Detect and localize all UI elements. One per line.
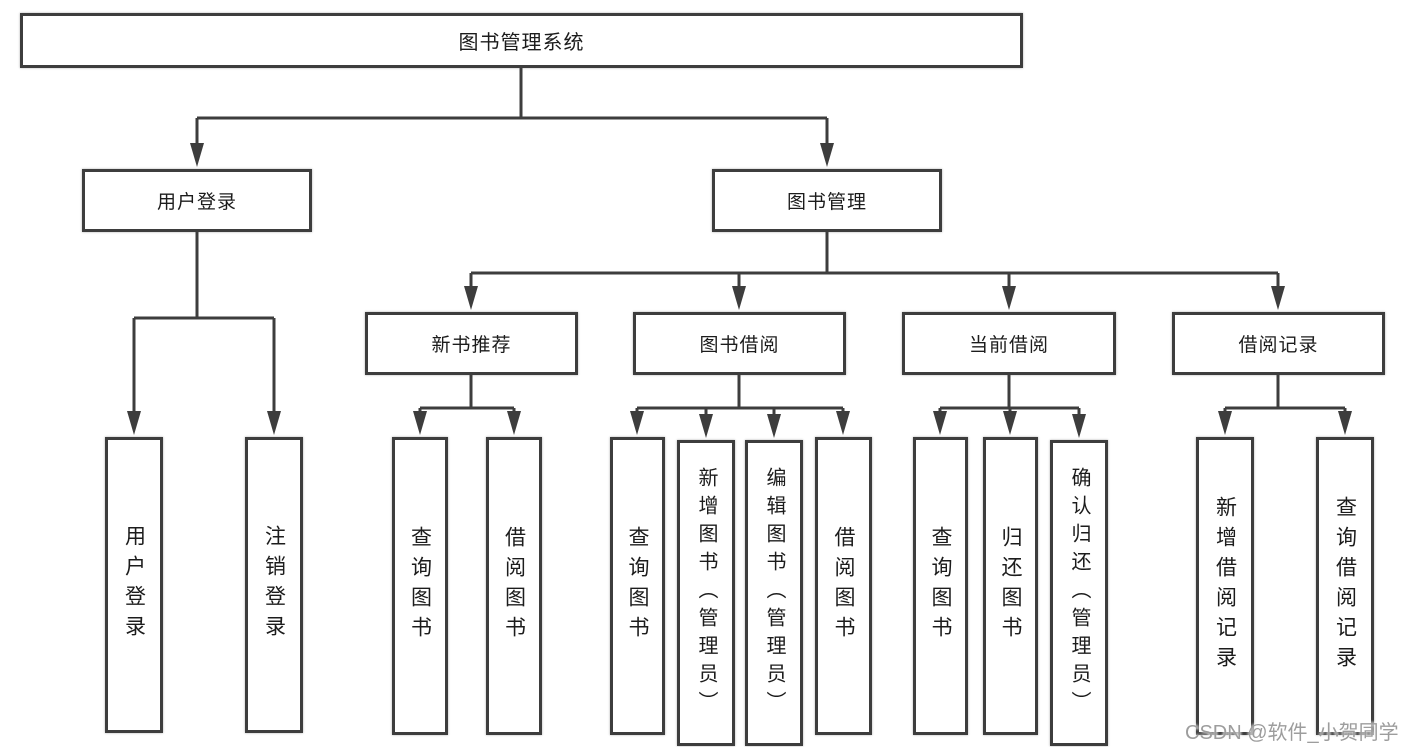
node-label: 查询图书 [408,526,432,646]
node-br-query-record: 查询借阅记录 [1316,437,1374,735]
node-borrowing-records: 借阅记录 [1172,312,1385,375]
connector-book-borrowing-children [635,375,845,419]
connector-root-to-level1 [195,67,829,150]
node-cb-return-books: 归还图书 [983,437,1038,735]
connector-current-borrowing-children [938,375,1081,419]
connector-borrowing-records-children [1223,375,1347,416]
node-label: 查询借阅记录 [1333,496,1357,676]
connector-book-management-children [469,232,1280,294]
node-label: 图书管理系统 [458,32,585,54]
node-library-management-system: 图书管理系统 [20,13,1023,68]
node-label: 图书借阅 [699,335,780,356]
csdn-watermark: CSDN @软件_小贺同学 [1185,722,1399,744]
node-bb-edit-books-admin: 编辑图书（管理员） [745,440,803,746]
node-label: 新增借阅记录 [1213,496,1237,676]
node-label: 编辑图书（管理员） [763,467,785,719]
node-current-borrowing: 当前借阅 [902,312,1116,375]
node-label: 归还图书 [999,526,1022,646]
node-bb-borrow-books: 借阅图书 [815,437,872,735]
node-bb-query-books: 查询图书 [610,437,665,735]
node-label: 注销登录 [262,525,286,645]
node-label: 新增图书（管理员） [695,467,717,719]
node-logout: 注销登录 [245,437,303,733]
node-label: 当前借阅 [968,335,1049,356]
node-label: 用户登录 [122,525,146,645]
node-label: 新书推荐 [431,335,512,356]
node-login: 用户登录 [105,437,163,733]
node-label: 用户登录 [156,192,237,213]
node-book-borrowing: 图书借阅 [633,312,846,375]
node-book-management: 图书管理 [712,169,942,232]
node-new-book-recommend: 新书推荐 [365,312,578,375]
node-nb-borrow-books: 借阅图书 [486,437,542,735]
node-label: 图书管理 [786,192,867,213]
connector-user-login-children [132,232,276,418]
node-label: 确认归还（管理员） [1068,467,1090,719]
node-bb-add-books-admin: 新增图书（管理员） [677,440,735,746]
node-cb-query-books: 查询图书 [913,437,968,735]
node-label: 借阅记录 [1238,335,1319,356]
node-label: 借阅图书 [832,526,855,646]
node-label: 查询图书 [626,526,649,646]
node-label: 查询图书 [929,526,952,646]
node-nb-query-books: 查询图书 [392,437,448,735]
node-br-add-record: 新增借阅记录 [1196,437,1254,735]
node-cb-confirm-return-admin: 确认归还（管理员） [1050,440,1108,746]
node-user-login: 用户登录 [82,169,312,232]
node-label: 借阅图书 [502,526,526,646]
connector-new-book-children [418,375,516,416]
